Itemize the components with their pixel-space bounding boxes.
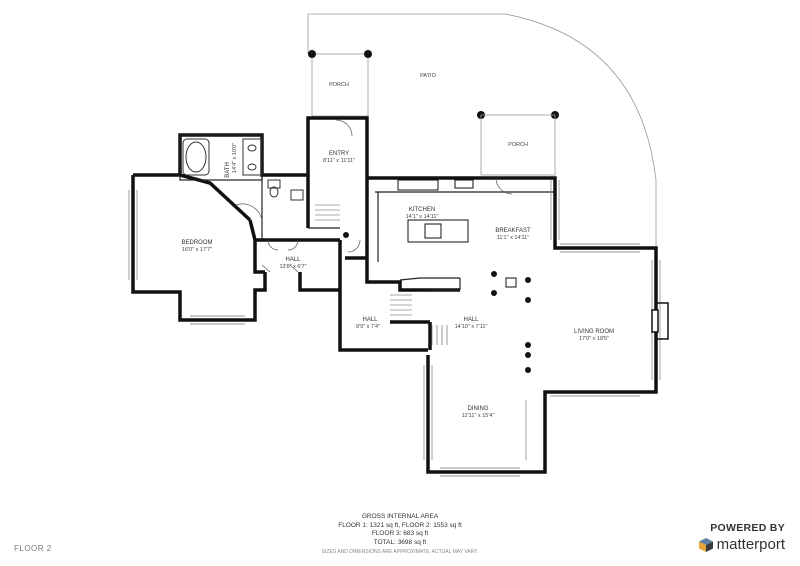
room-dim-breakfast: 11'1" x 14'11" — [497, 235, 529, 241]
room-dim-hall-small: 13'8" x 6'7" — [279, 264, 306, 270]
room-dim-living: 17'0" x 18'5" — [579, 336, 609, 342]
windows — [128, 180, 661, 477]
room-label-hall-left: HALL — [362, 317, 378, 323]
powered-by-label: POWERED BY — [710, 522, 785, 534]
room-dim-entry: 8'11" x 11'11" — [323, 158, 355, 164]
room-dim-kitchen: 14'1" x 14'11" — [406, 214, 439, 220]
room-dim-bath: 14'4" x 10'0" — [232, 143, 238, 173]
area-summary: GROSS INTERNAL AREA FLOOR 1: 1321 sq ft,… — [250, 513, 550, 557]
room-label-hall-small: HALL — [285, 257, 301, 263]
room-labels: PORCH PATIO PORCH ENTRY 8'11" x 11'11" B… — [181, 73, 614, 419]
door-swings — [235, 119, 513, 273]
area-total: TOTAL: 3698 sq ft — [373, 538, 427, 546]
room-label-entry: ENTRY — [329, 151, 349, 157]
room-dim-hall-main: 14'10" x 7'11" — [455, 324, 488, 330]
room-label-kitchen: KITCHEN — [409, 207, 435, 213]
room-label-porch-right: PORCH — [508, 142, 528, 148]
stairs — [315, 204, 448, 345]
kitchen-island — [397, 179, 517, 288]
room-label-dining: DINING — [468, 406, 489, 412]
porch-top — [311, 53, 369, 117]
floor-label: FLOOR 2 — [14, 544, 52, 553]
room-label-porch-top: PORCH — [329, 82, 349, 88]
interior-walls — [179, 134, 555, 291]
room-dim-bedroom: 16'0" x 17'7" — [182, 247, 212, 253]
area-line-1: FLOOR 1: 1321 sq ft, FLOOR 2: 1553 sq ft — [338, 521, 462, 529]
room-label-breakfast: BREAKFAST — [495, 228, 531, 234]
matterport-cube-icon — [698, 537, 713, 552]
room-label-bedroom: BEDROOM — [181, 240, 212, 246]
brand-name: matterport — [716, 536, 785, 553]
room-label-bath: BATH — [225, 162, 231, 178]
porch-right — [480, 114, 556, 176]
columns — [343, 232, 531, 373]
room-label-living: LIVING ROOM — [574, 329, 614, 335]
room-label-patio: PATIO — [420, 73, 436, 79]
disclaimer: SIZES AND DIMENSIONS ARE APPROXIMATE, AC… — [321, 549, 479, 555]
patio-outline — [307, 13, 657, 248]
room-label-hall-main: HALL — [463, 317, 479, 323]
fireplace — [651, 302, 669, 340]
area-heading: GROSS INTERNAL AREA — [361, 513, 439, 520]
bath-fixtures — [182, 138, 304, 201]
room-dim-dining: 12'11" x 15'4" — [462, 413, 495, 419]
area-line-2: FLOOR 3: 683 sq ft — [371, 530, 429, 537]
room-dim-hall-left: 9'9" x 7'4" — [356, 324, 380, 330]
brand-logo: POWERED BY matterport — [680, 522, 785, 553]
